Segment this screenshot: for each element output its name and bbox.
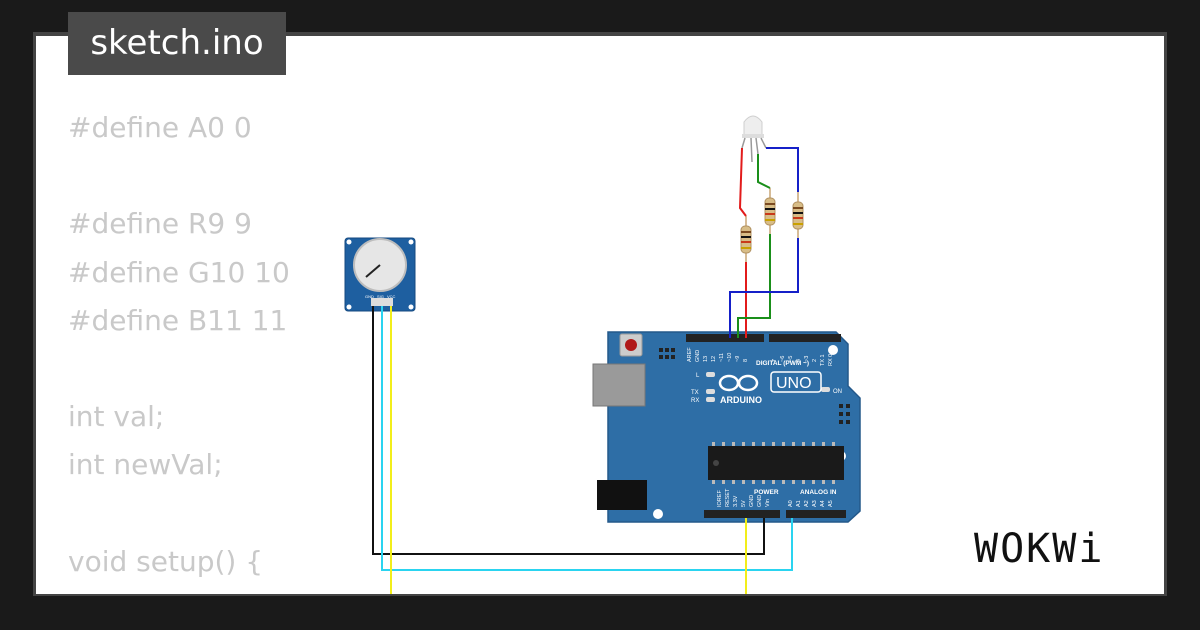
pin-label: RX 0	[828, 354, 834, 366]
on-led-label: ON	[833, 389, 842, 395]
arduino-uno-board[interactable]: UNO ARDUINO DIGITAL (PWM ~) POWER ANALOG…	[592, 331, 861, 523]
resistor-red[interactable]	[740, 216, 752, 262]
wokwi-logo: WOKWi	[974, 526, 1105, 572]
atmega-chip	[708, 446, 844, 480]
usb-port	[592, 363, 646, 407]
pin-label: RESET	[725, 488, 731, 507]
wire-green[interactable]	[737, 154, 771, 338]
code-line: #define B11 11	[68, 303, 288, 337]
pin-label: ~9	[735, 356, 741, 362]
pin-label: 4	[796, 359, 802, 362]
pin-label: A1	[796, 500, 802, 507]
digital-label: DIGITAL (PWM ~)	[756, 360, 809, 367]
resistor-green[interactable]	[764, 188, 776, 234]
code-preview: #define A0 0 #define R9 9 #define G10 10 #d…	[68, 104, 355, 594]
code-line: Serial.begin(9600);	[68, 586, 355, 594]
wire-black-gnd[interactable]	[372, 306, 765, 555]
code-line: void setup() {	[68, 544, 264, 578]
pin-label: 3.3V	[733, 495, 739, 507]
analog-header[interactable]	[786, 510, 846, 518]
code-line: int newVal;	[68, 448, 223, 482]
simulation-canvas[interactable]: #define A0 0 #define R9 9 #define G10 10 #d…	[36, 36, 1164, 594]
power-label: POWER	[754, 489, 779, 496]
pin-label: 5V	[741, 500, 747, 507]
wire-cyan-signal[interactable]	[381, 306, 793, 571]
pin-label: A3	[812, 500, 818, 507]
pin-label: GND	[749, 495, 755, 507]
pin-label: ~5	[788, 356, 794, 362]
power-jack	[597, 480, 647, 510]
circuit-diagram: UNO ARDUINO DIGITAL (PWM ~) POWER ANALOG…	[344, 115, 861, 594]
pin-label: ~3	[804, 356, 810, 362]
pin-label: Vin	[765, 499, 771, 507]
pin-label: 8	[743, 359, 749, 362]
l-led-label: L	[696, 373, 700, 379]
tx-led-label: TX	[691, 390, 699, 396]
arduino-logo	[718, 374, 759, 392]
digital-header-right[interactable]	[769, 334, 841, 342]
pin-label: A5	[828, 500, 834, 507]
rx-led-label: RX	[691, 398, 699, 404]
pin-label: 12	[711, 356, 717, 362]
potentiometer[interactable]: GND SIG VCC	[344, 237, 416, 312]
pin-label: 2	[812, 359, 818, 362]
pin-label: ~11	[719, 353, 725, 362]
rgb-led[interactable]	[741, 115, 767, 163]
pot-pin-label: SIG	[377, 294, 384, 299]
code-line: #define A0 0	[68, 111, 252, 144]
pin-label: TX 1	[820, 354, 826, 366]
pin-label: 7	[772, 359, 778, 362]
digital-header-left[interactable]	[686, 334, 764, 342]
file-name-tab[interactable]: sketch.ino	[68, 12, 286, 75]
pin-label: GND	[757, 495, 763, 507]
pin-label: 13	[703, 356, 709, 362]
pin-label: ~10	[727, 353, 733, 362]
power-header[interactable]	[704, 510, 780, 518]
code-line: int val;	[68, 400, 165, 434]
pin-label: A4	[820, 500, 826, 507]
resistor-blue[interactable]	[792, 192, 804, 238]
wire-red[interactable]	[738, 147, 747, 338]
pot-pin-label: GND	[365, 294, 374, 299]
pin-label: GND	[695, 350, 701, 362]
pin-label: IOREF	[717, 490, 723, 507]
code-line: #define R9 9	[68, 207, 252, 241]
pot-pin-label: VCC	[387, 294, 396, 299]
wire-blue[interactable]	[729, 147, 799, 338]
pin-label: A0	[788, 500, 794, 507]
board-brand-label: ARDUINO	[720, 395, 762, 405]
code-line: #define G10 10	[68, 255, 290, 289]
board-model-label: UNO	[776, 375, 812, 392]
pin-label: ~6	[780, 356, 786, 362]
pin-label: A2	[804, 500, 810, 507]
analog-label: ANALOG IN	[800, 489, 837, 496]
pin-label: AREF	[687, 347, 693, 362]
